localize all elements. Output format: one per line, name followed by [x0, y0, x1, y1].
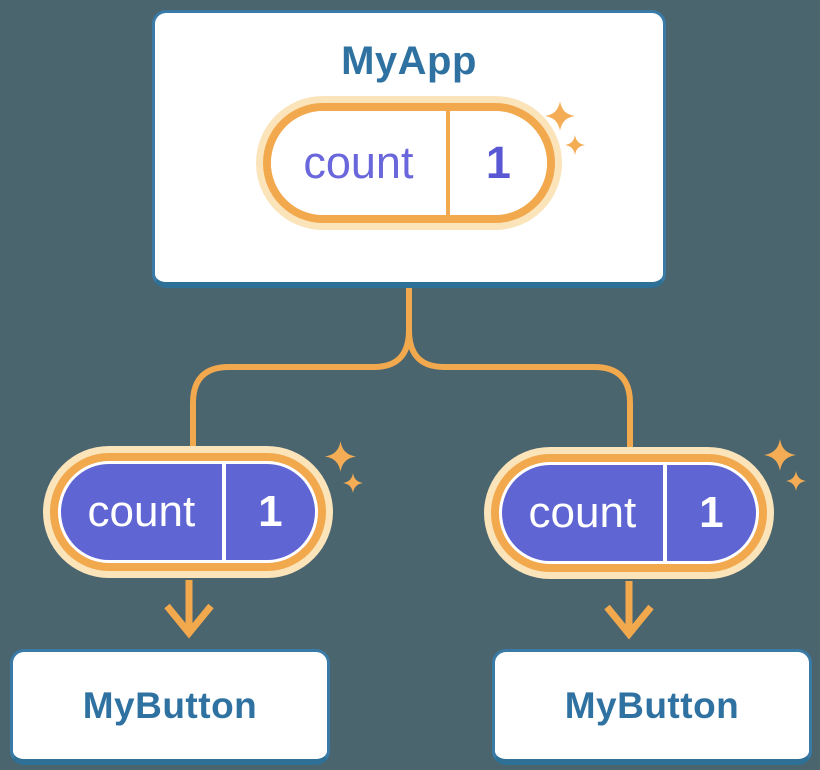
- pill-divider: [445, 111, 450, 215]
- state-pill-ring: count 1: [50, 453, 326, 571]
- state-pill-core: count 1: [499, 462, 759, 564]
- sparkle-icon: [343, 473, 363, 493]
- component-title: MyButton: [564, 684, 740, 726]
- component-card-mybutton-left: MyButton: [10, 649, 330, 765]
- state-label: count: [87, 487, 196, 536]
- state-pill-core: count 1: [271, 111, 547, 215]
- sparkle-icon: [786, 471, 806, 491]
- state-value: 1: [485, 137, 511, 188]
- arrow-down-left-icon: [164, 580, 214, 639]
- state-value: 1: [258, 487, 283, 536]
- state-label: count: [528, 488, 637, 537]
- branch-right-line: [406, 286, 633, 452]
- state-value: 1: [699, 488, 724, 537]
- state-label: count: [303, 137, 414, 188]
- branch-left-line: [190, 286, 412, 450]
- component-title: MyButton: [82, 684, 258, 726]
- sparkle-icon: [545, 101, 575, 131]
- state-pill-ring: count 1: [263, 103, 555, 223]
- pill-divider: [662, 465, 667, 561]
- state-pill-left: count 1: [43, 446, 333, 578]
- state-pill-right: count 1: [484, 447, 774, 579]
- component-title: MyApp: [341, 39, 477, 83]
- state-pill-ring: count 1: [491, 454, 767, 572]
- component-card-myapp: MyApp count 1: [152, 10, 666, 288]
- state-pill-core: count 1: [58, 461, 318, 563]
- sparkle-icon: [565, 135, 585, 155]
- pill-divider: [221, 464, 226, 560]
- component-card-mybutton-right: MyButton: [492, 649, 812, 765]
- state-pill-root: count 1: [256, 96, 562, 230]
- arrow-down-right-icon: [604, 581, 654, 640]
- sparkle-icon: [325, 441, 356, 472]
- sparkle-icon: [764, 439, 796, 471]
